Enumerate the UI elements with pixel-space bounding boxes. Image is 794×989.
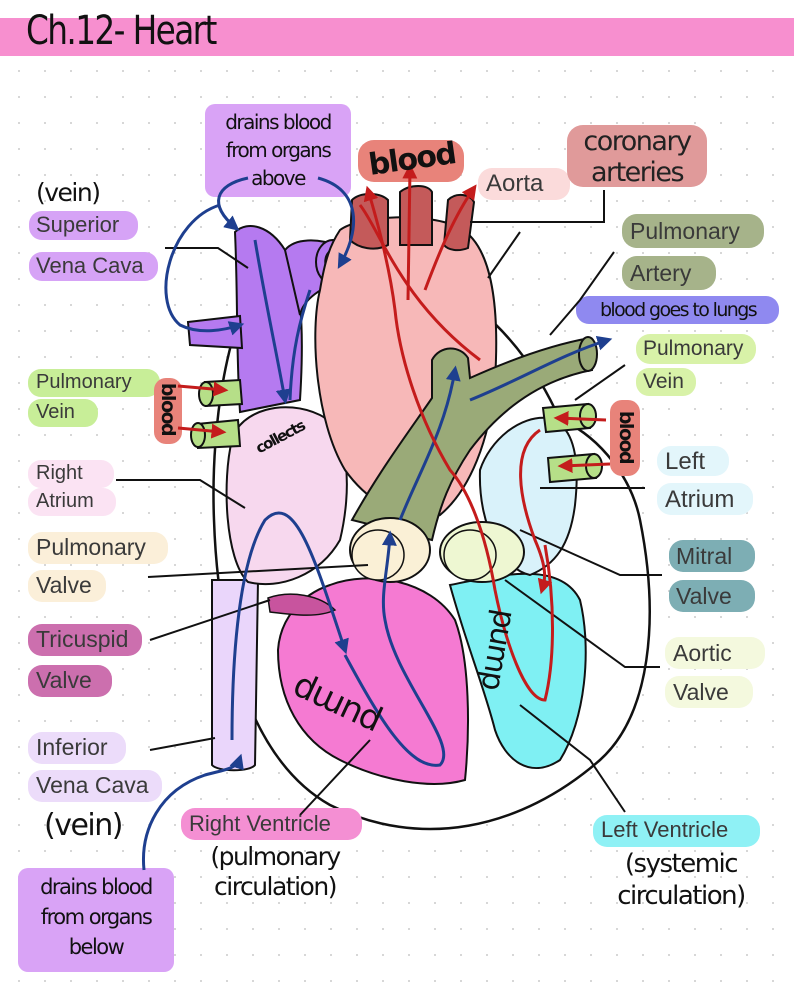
leader-lines <box>116 190 662 816</box>
left-ventricle-label: Left Ventricle <box>601 817 729 842</box>
aortic-valve-label-2: Valve <box>673 679 729 705</box>
pulmonary-circulation-label: (pulmonary circulation) <box>210 842 341 901</box>
tricuspid-valve-label-2: Valve <box>36 667 92 693</box>
tricuspid-flap <box>267 593 337 616</box>
red-flow-arrows <box>177 163 611 702</box>
vena-cava-side-branch <box>186 314 244 350</box>
right-ventricle-label: Right Ventricle <box>189 811 331 836</box>
blue-flow-arrows <box>142 176 613 871</box>
pulmonary-artery-opening <box>578 336 598 372</box>
pulmonary-artery-label-1: Pulmonary <box>630 218 740 244</box>
right-ventricle <box>276 577 469 785</box>
blood-goes-to-lungs-label: blood goes to lungs <box>599 299 758 321</box>
pulmonary-vein-left-label-1: Pulmonary <box>36 371 132 393</box>
mitral-valve-label-1: Mitral <box>676 543 733 569</box>
title-bar <box>0 18 794 56</box>
right-atrium-label-2: Atrium <box>36 490 94 512</box>
coronary-arteries-label: coronary arteries <box>583 126 692 188</box>
aorta-label: Aorta <box>486 170 544 197</box>
pulmonary-artery-label-2: Artery <box>630 260 692 286</box>
vena-cava-top-label: Vena Cava <box>36 253 144 278</box>
vein-bottom-label: (vein) <box>44 808 123 843</box>
pulmonary-valve-label-1: Pulmonary <box>36 534 146 560</box>
pulmonary-vein-right-label-2: Vein <box>643 370 684 393</box>
superior-label: Superior <box>36 212 120 237</box>
right-atrium-label-1: Right <box>36 462 83 484</box>
vein-top-label: (vein) <box>36 178 101 207</box>
left-atrium-label-2: Atrium <box>665 486 735 513</box>
pulmonary-vein-left-label-2: Vein <box>36 401 75 423</box>
aortic-valve-label-1: Aortic <box>673 640 732 666</box>
blood-left-label: blood <box>157 382 179 436</box>
pulmonary-valve-label-2: Valve <box>36 572 92 598</box>
tricuspid-valve-label-1: Tricuspid <box>36 626 129 652</box>
blood-right-label: blood <box>615 410 637 464</box>
inferior-label: Inferior <box>36 734 108 760</box>
systemic-circulation-label: (systemic circulation) <box>617 849 746 911</box>
drains-below-note: drains blood from organs below <box>40 875 153 959</box>
label-highlights <box>18 104 779 972</box>
left-atrium-label-1: Left <box>665 448 706 475</box>
drains-above-note: drains blood from organs above <box>225 110 332 190</box>
pulmonary-vein-right-label-1: Pulmonary <box>643 337 744 360</box>
mitral-valve-label-2: Valve <box>676 583 732 609</box>
vena-cava-bottom-label: Vena Cava <box>36 772 149 798</box>
page-title: Ch.12- Heart <box>26 8 217 54</box>
